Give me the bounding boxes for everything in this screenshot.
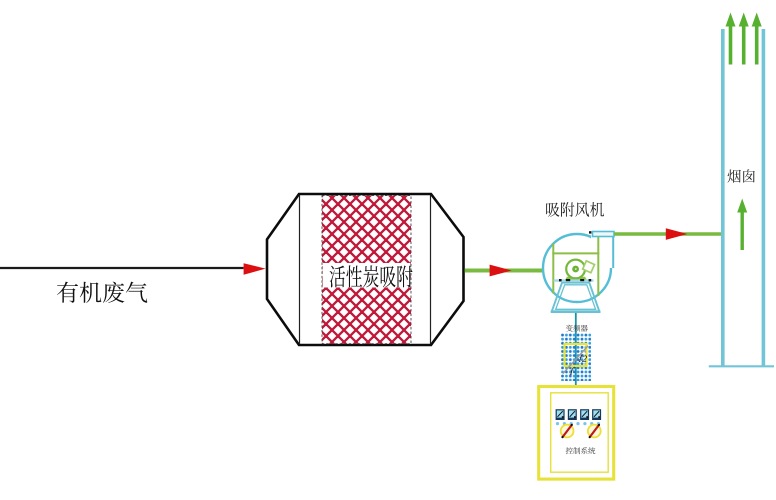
svg-text:有机废气: 有机废气 (56, 275, 148, 308)
svg-text:控制系统: 控制系统 (566, 446, 596, 457)
svg-text:变频器: 变频器 (566, 323, 589, 334)
svg-text:烟囱: 烟囱 (727, 166, 756, 187)
svg-text:活性炭吸附: 活性炭吸附 (329, 258, 413, 293)
svg-text:吸附风机: 吸附风机 (545, 198, 604, 221)
svg-text:f: f (569, 363, 576, 378)
svg-text:f2: f2 (578, 352, 587, 365)
